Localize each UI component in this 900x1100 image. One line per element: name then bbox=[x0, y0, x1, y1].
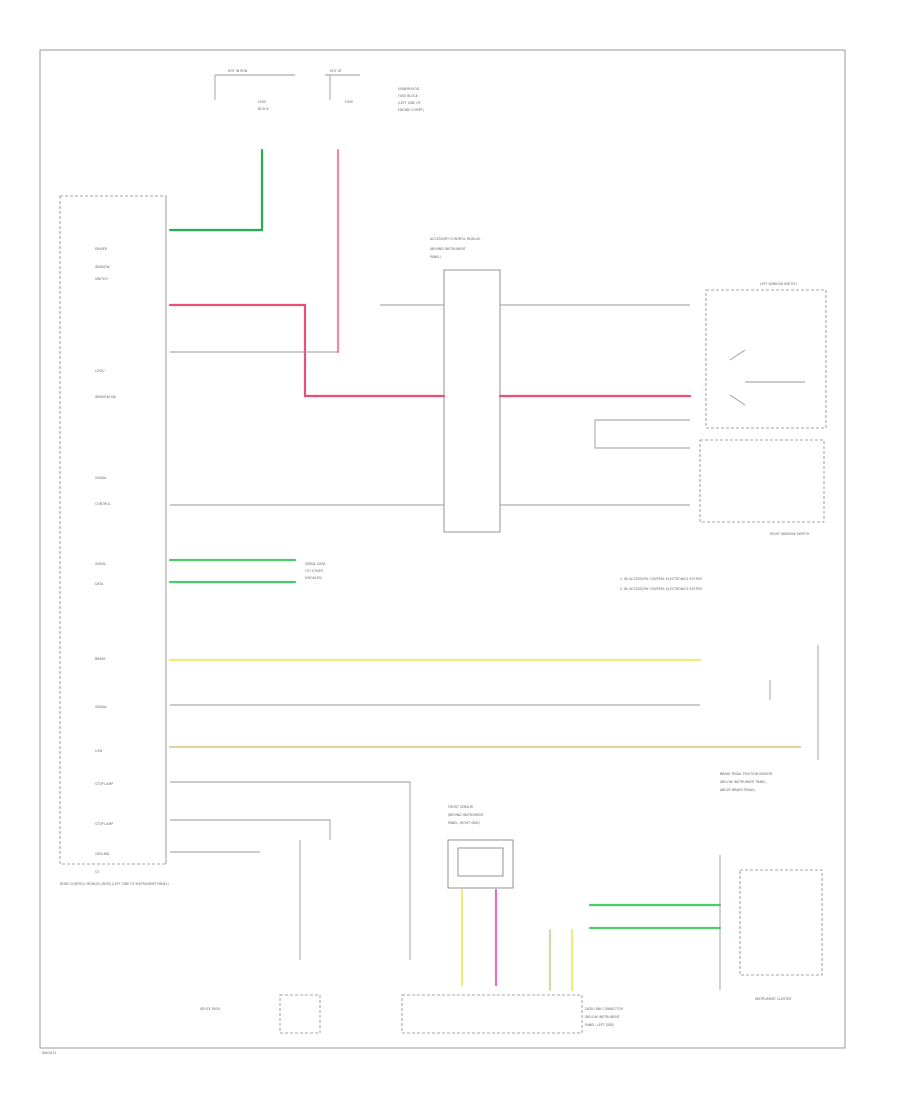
svg-text:GROUND: GROUND bbox=[95, 852, 110, 856]
wire-stoplamp-1 bbox=[170, 781, 411, 960]
brake-pedal-label: BRAKE PEDAL POSITION SENSOR bbox=[720, 772, 773, 776]
svg-text:(LEFT SIDE OF: (LEFT SIDE OF bbox=[398, 101, 421, 105]
splice-pack-label: SPLICE PACK bbox=[200, 1007, 221, 1011]
svg-text:BLOCK: BLOCK bbox=[258, 107, 270, 111]
svg-text:SERIAL DATA: SERIAL DATA bbox=[305, 562, 326, 566]
accessory-module-box bbox=[443, 269, 501, 533]
svg-text:BRAKE: BRAKE bbox=[95, 657, 106, 661]
svg-text:ABOVE BRAKE PEDAL): ABOVE BRAKE PEDAL) bbox=[720, 788, 755, 792]
svg-text:UNDERHOOD: UNDERHOOD bbox=[398, 87, 420, 91]
wire-gray-420 bbox=[594, 419, 690, 449]
svg-text:SIGNAL: SIGNAL bbox=[95, 476, 107, 480]
svg-text:DATA: DATA bbox=[95, 582, 104, 586]
svg-text:WINDOW: WINDOW bbox=[95, 265, 110, 269]
svg-text:SWITCH: SWITCH bbox=[95, 277, 108, 281]
wire-green-top bbox=[168, 148, 264, 232]
svg-text:HOT IN RUN: HOT IN RUN bbox=[228, 69, 248, 73]
data-link-connector-box bbox=[401, 994, 583, 1034]
svg-text:DRIVER: DRIVER bbox=[95, 247, 108, 251]
svg-text:SIGNAL: SIGNAL bbox=[95, 705, 107, 709]
svg-text:SERIAL: SERIAL bbox=[95, 562, 106, 566]
page-reference: 8/6/2011 bbox=[42, 1051, 56, 1055]
svg-text:WINDOW SW: WINDOW SW bbox=[95, 395, 117, 399]
svg-text:PANEL, LEFT SIDE): PANEL, LEFT SIDE) bbox=[585, 1023, 614, 1027]
svg-text:FUSE: FUSE bbox=[345, 100, 353, 104]
svg-text:STOP LAMP: STOP LAMP bbox=[95, 782, 113, 786]
svg-text:FUSE: FUSE bbox=[258, 100, 266, 104]
left-window-module-label: LEFT WINDOW SWITCH bbox=[760, 282, 797, 286]
svg-text:(TO OTHER: (TO OTHER bbox=[305, 569, 324, 573]
svg-text:STOP LAMP: STOP LAMP bbox=[95, 822, 113, 826]
svg-text:PANEL, RIGHT SIDE): PANEL, RIGHT SIDE) bbox=[448, 821, 480, 825]
instrument-cluster-label: INSTRUMENT CLUSTER bbox=[755, 997, 792, 1001]
wire-stoplamp-2 bbox=[170, 819, 331, 840]
top-connector-group: HOT IN RUN FUSE BLOCK HOT AT FUSE UNDERH… bbox=[214, 69, 424, 112]
bcm-module-box bbox=[59, 195, 167, 865]
note-1: 1. W/ ACCESSORY CONTROL ELECTRONICS SYST… bbox=[620, 577, 702, 581]
svg-text:(BEHIND INSTRUMENT: (BEHIND INSTRUMENT bbox=[430, 247, 466, 251]
diagram-frame bbox=[39, 49, 846, 1049]
right-window-module-box bbox=[699, 439, 825, 523]
svg-text:LOCK/: LOCK/ bbox=[95, 369, 105, 373]
svg-text:MODULES): MODULES) bbox=[305, 576, 322, 580]
svg-text:CONTROL: CONTROL bbox=[95, 502, 111, 506]
svg-text:FUSE BLOCK: FUSE BLOCK bbox=[398, 94, 419, 98]
svg-text:PANEL): PANEL) bbox=[430, 255, 441, 259]
left-window-module-box bbox=[705, 289, 827, 429]
right-window-module-label: RIGHT WINDOW SWITCH bbox=[770, 532, 810, 536]
svg-text:LOW: LOW bbox=[95, 749, 103, 753]
svg-text:HOT AT: HOT AT bbox=[330, 69, 342, 73]
accessory-module-label: ACCESSORY CONTROL MODULE bbox=[430, 237, 481, 241]
splice-pack-box bbox=[279, 994, 321, 1034]
data-link-label: DATA LINK CONNECTOR bbox=[585, 1007, 624, 1011]
svg-text:(BELOW INSTRUMENT PANEL,: (BELOW INSTRUMENT PANEL, bbox=[720, 780, 767, 784]
front-sensor-box bbox=[447, 839, 514, 889]
svg-text:ENGINE COMPT): ENGINE COMPT) bbox=[398, 108, 424, 112]
note-2: 2. W/ ACCESSORY CONTROL ELECTRONICS SYST… bbox=[620, 587, 702, 591]
front-sensor-label: FRONT SENSOR bbox=[448, 805, 474, 809]
svg-text:(BELOW INSTRUMENT: (BELOW INSTRUMENT bbox=[585, 1015, 620, 1019]
bcm-pin-labels: DRIVER WINDOW SWITCH LOCK/ WINDOW SW SIG… bbox=[95, 247, 117, 856]
instrument-cluster-box bbox=[739, 869, 823, 976]
svg-text:(BEHIND INSTRUMENT: (BEHIND INSTRUMENT bbox=[448, 813, 484, 817]
bcm-title: BODY CONTROL MODULE (BCM) (LEFT SIDE OF … bbox=[60, 882, 169, 886]
wire-pink-main bbox=[168, 303, 446, 398]
bcm-connector-label: C5 bbox=[95, 870, 99, 874]
